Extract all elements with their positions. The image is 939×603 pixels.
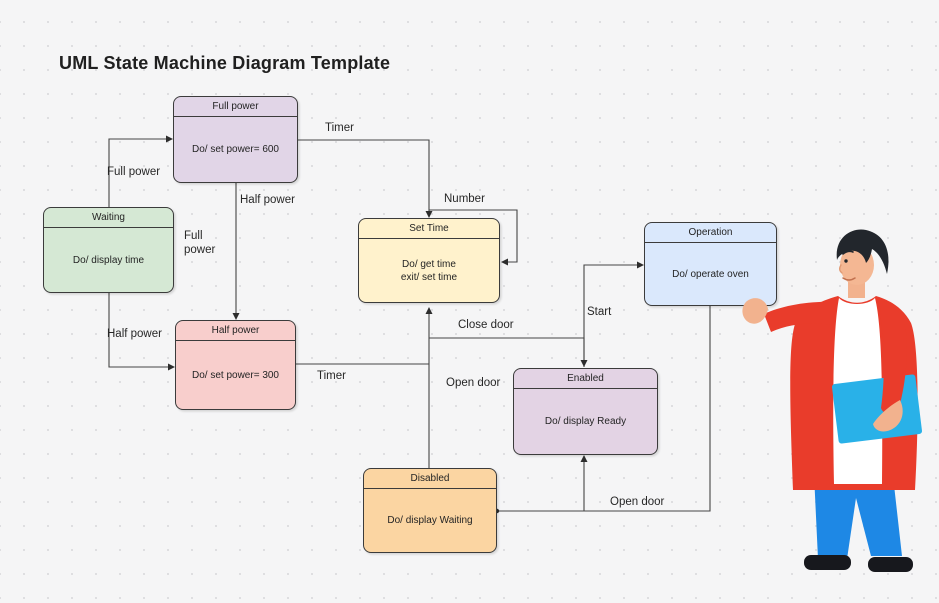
state-waiting-action: Do/ display time xyxy=(72,254,145,266)
page-title: UML State Machine Diagram Template xyxy=(59,53,391,73)
edge-fullpower-to-settime xyxy=(298,139,430,213)
state-enabled[interactable]: Enabled Do/ display Ready xyxy=(513,368,658,455)
state-set-time-action: Do/ get time exit/ set time xyxy=(400,258,458,283)
state-disabled-action: Do/ display Waiting xyxy=(387,515,473,526)
person-nose xyxy=(839,264,843,274)
state-half-power-title: Half power xyxy=(176,321,295,341)
state-full-power[interactable]: Full power Do/ set power= 600 xyxy=(173,96,298,183)
label-open-door-enabled: Open door xyxy=(446,377,501,389)
state-waiting[interactable]: Waiting Do/ display time xyxy=(43,207,174,293)
person-right-hand xyxy=(873,400,903,432)
state-set-time-title: Set Time xyxy=(359,219,499,239)
state-half-power[interactable]: Half power Do/ set power= 300 xyxy=(175,320,296,410)
person-left-sleeve xyxy=(764,301,832,332)
person-right-sleeve xyxy=(880,300,907,414)
label-timer-fullpower: Timer xyxy=(325,122,354,134)
state-waiting-title: Waiting xyxy=(44,208,173,228)
person-eye xyxy=(844,259,848,263)
person-shoe-right xyxy=(868,557,913,572)
state-set-time[interactable]: Set Time Do/ get time exit/ set time xyxy=(358,218,500,303)
state-operation-action: Do/ operate oven xyxy=(672,268,749,280)
label-timer-halfpower: Timer xyxy=(317,370,346,382)
state-operation-title: Operation xyxy=(645,223,776,243)
label-close-door: Close door xyxy=(458,319,514,331)
state-half-power-action: Do/ set power= 300 xyxy=(192,369,279,381)
person-left-hand xyxy=(742,298,768,324)
state-full-power-title: Full power xyxy=(174,97,297,117)
state-operation[interactable]: Operation Do/ operate oven xyxy=(644,222,777,306)
state-enabled-action: Do/ display Ready xyxy=(544,416,627,427)
state-disabled-title: Disabled xyxy=(364,469,496,489)
label-start: Start xyxy=(587,306,612,318)
person-mouth xyxy=(842,277,856,281)
state-full-power-action: Do/ set power= 600 xyxy=(192,144,279,155)
person-hair xyxy=(836,229,889,274)
person-folder xyxy=(832,374,922,444)
state-disabled[interactable]: Disabled Do/ display Waiting xyxy=(363,468,497,553)
label-full-power-left: Full power xyxy=(107,166,161,178)
label-open-door-bottom: Open door xyxy=(610,496,665,508)
edge-close-door xyxy=(429,337,585,362)
label-half-power-left: Half power xyxy=(107,328,162,340)
person-shoe-left xyxy=(804,555,851,570)
label-number: Number xyxy=(444,193,485,205)
person-illustration xyxy=(742,229,922,572)
person-eyebrow xyxy=(842,250,854,255)
label-half-power-top: Half power xyxy=(240,194,295,206)
person-pants xyxy=(814,474,902,559)
state-enabled-title: Enabled xyxy=(514,369,657,389)
label-full-power-mid: Full power xyxy=(184,230,216,256)
